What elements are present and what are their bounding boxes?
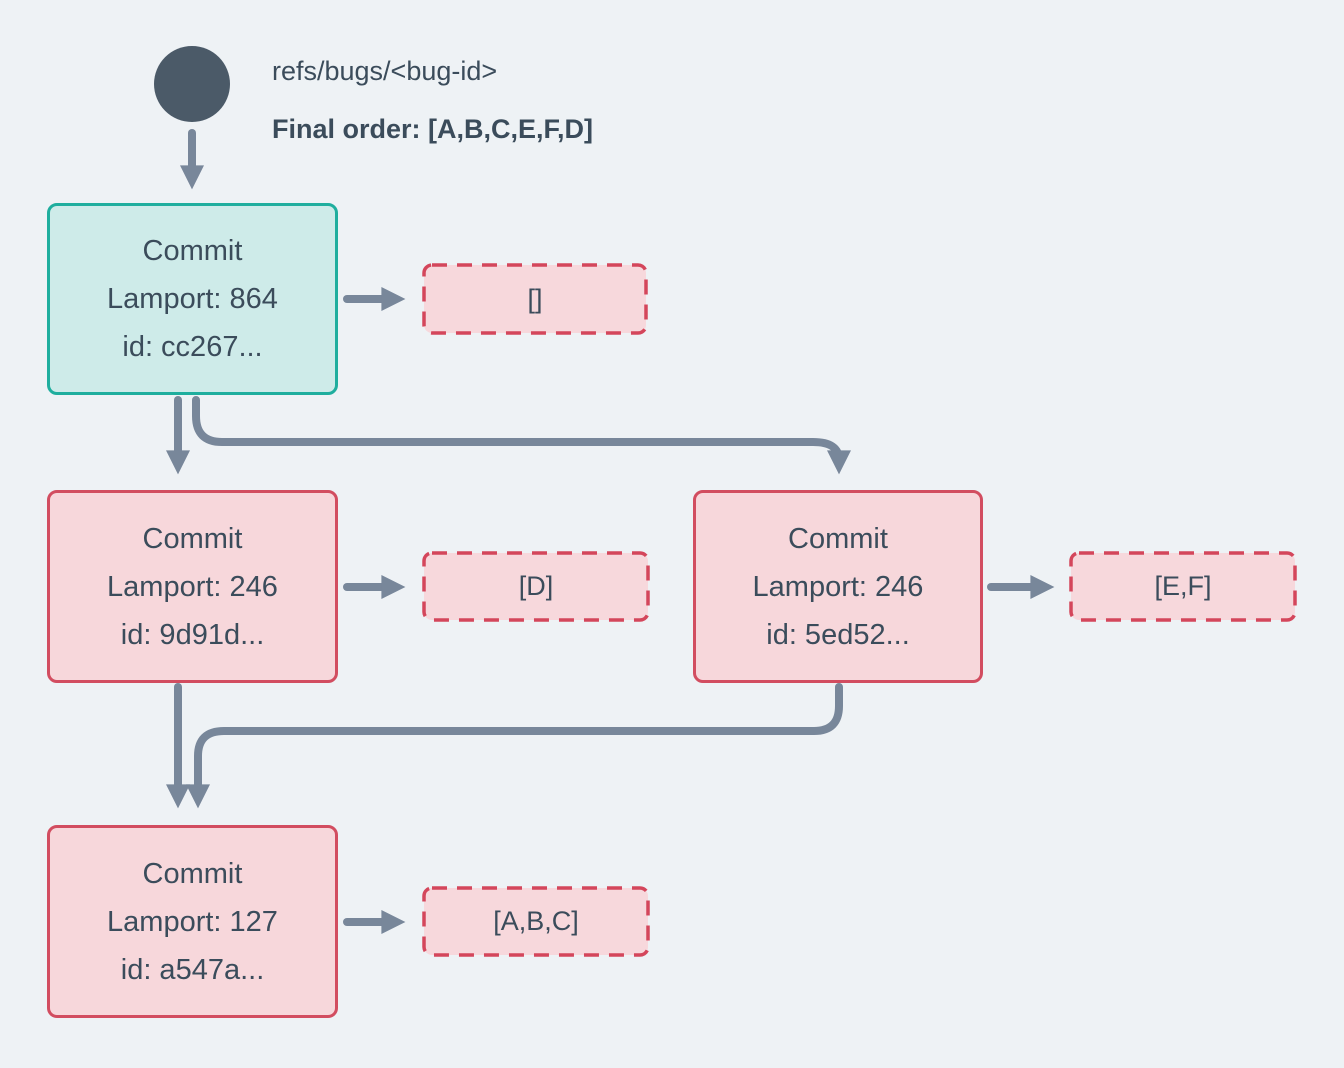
ops-box-root-rect	[422, 263, 648, 335]
ops-box-bottom-rect	[422, 886, 650, 957]
commit-id: id: a547a...	[120, 953, 265, 986]
ops-label: [E,F]	[1154, 571, 1212, 601]
ops-label: [A,B,C]	[493, 906, 579, 936]
ops-label: []	[527, 283, 543, 314]
branch-ref-dot	[154, 46, 230, 122]
commit-id: id: 5ed52...	[766, 618, 910, 651]
ops-box-right: [E,F]	[1069, 551, 1297, 622]
commit-node-root: Commit Lamport: 864 id: cc267...	[47, 203, 338, 395]
commit-node-bottom: Commit Lamport: 127 id: a547a...	[47, 825, 338, 1018]
commit-title: Commit	[142, 857, 243, 890]
commit-id: id: cc267...	[122, 331, 263, 363]
commit-lamport: Lamport: 127	[107, 905, 278, 938]
ops-box-left-rect	[422, 551, 650, 622]
commit-node-left: Commit Lamport: 246 id: 9d91d...	[47, 490, 338, 683]
ops-label: [D]	[518, 571, 554, 601]
commit-node-right: Commit Lamport: 246 id: 5ed52...	[693, 490, 983, 683]
commit-title: Commit	[142, 522, 243, 555]
ops-box-root: []	[422, 263, 648, 335]
commit-lamport: Lamport: 246	[752, 570, 924, 603]
ops-box-left: [D]	[422, 551, 650, 622]
ops-box-bottom: [A,B,C]	[422, 886, 650, 957]
branch-ref-label: refs/bugs/<bug-id>	[272, 56, 498, 86]
commit-id: id: 9d91d...	[120, 618, 265, 651]
commit-lamport: Lamport: 246	[107, 570, 278, 603]
ops-box-right-rect	[1069, 551, 1297, 622]
edge-right-to-bottom-arrow	[186, 683, 843, 809]
edge-root-to-right-arrow	[192, 396, 851, 475]
commit-lamport: Lamport: 864	[107, 283, 278, 315]
commit-title: Commit	[142, 235, 243, 267]
final-order-label: Final order: [A,B,C,E,F,D]	[272, 114, 594, 144]
commit-title: Commit	[788, 522, 888, 555]
